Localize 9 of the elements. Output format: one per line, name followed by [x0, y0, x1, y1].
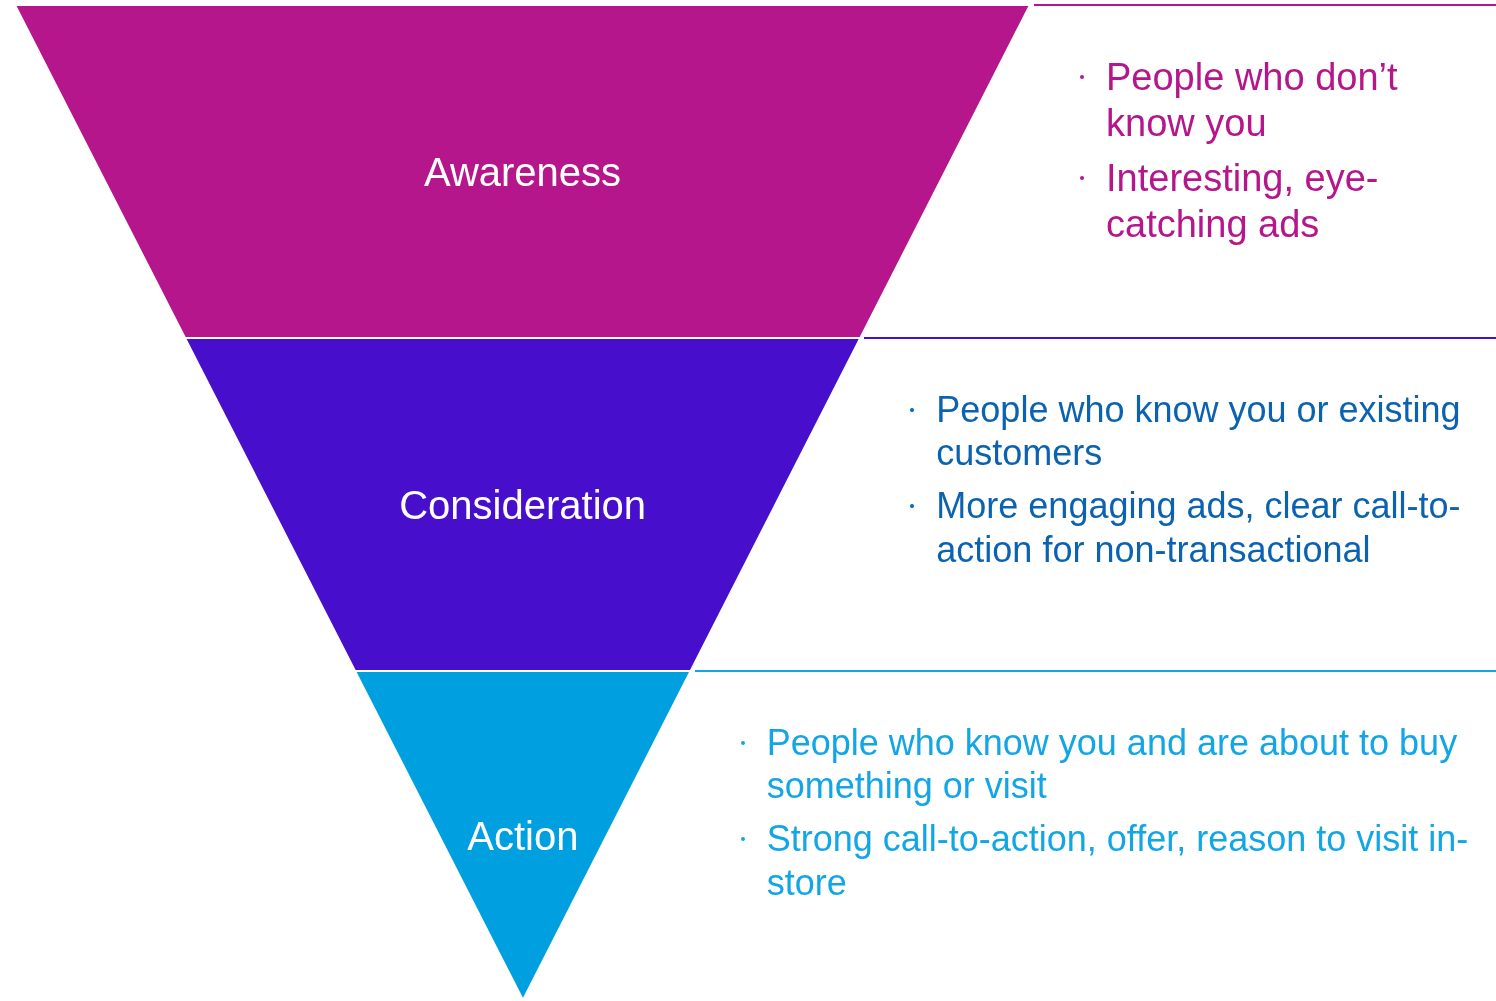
bullet-text: People who know you or existing customers — [936, 388, 1462, 475]
bullet-text: People who know you and are about to buy something or visit — [766, 721, 1459, 808]
bullet-text: Strong call-to-action, offer, reason to visit in-store — [766, 817, 1470, 904]
bullet-text: More engaging ads, clear call-to-action for non-transactional — [936, 484, 1462, 571]
bullet-text: People who don’t know you — [1106, 55, 1399, 146]
stage-label: Awareness — [423, 148, 622, 196]
stage-label: Consideration — [399, 481, 647, 529]
bullet-text: Interesting, eye-catching ads — [1106, 156, 1380, 247]
stage-label: Action — [467, 812, 579, 860]
